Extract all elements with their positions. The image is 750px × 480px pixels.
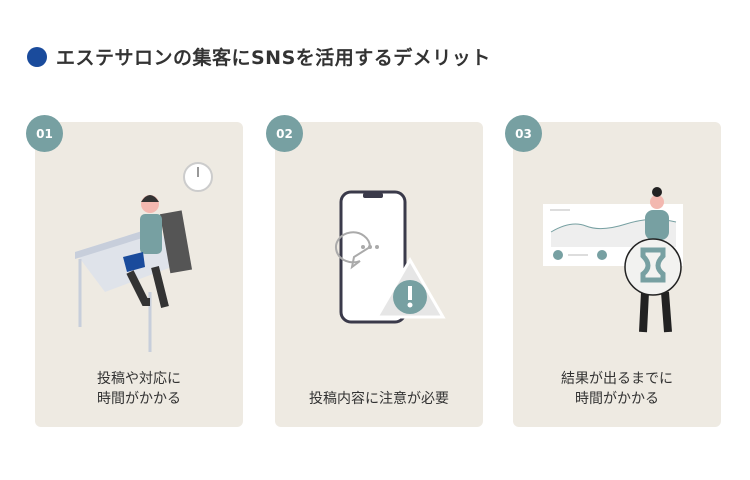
page-title: エステサロンの集客にSNSを活用するデメリット: [27, 43, 491, 70]
hourglass-chart-illustration: [543, 187, 683, 333]
card-number-badge: 02: [266, 115, 303, 152]
card-2: 投稿内容に注意が必要: [275, 122, 483, 427]
phone-warning-illustration: [335, 190, 446, 324]
title-bullet-icon: [27, 46, 47, 67]
card-caption: 投稿内容に注意が必要: [309, 391, 449, 407]
title-text: エステサロンの集客にSNSを活用するデメリット: [56, 47, 491, 69]
card-caption: 結果が出るまでに 時間がかかる: [561, 371, 673, 407]
person-at-desk-illustration: [75, 162, 213, 352]
card-3: 結果が出るまでに 時間がかかる: [513, 122, 721, 427]
card-number-badge: 01: [26, 115, 63, 152]
card-caption: 投稿や対応に 時間がかかる: [97, 371, 181, 407]
card-1: 投稿や対応に 時間がかかる: [35, 122, 243, 427]
card-number-badge: 03: [505, 115, 542, 152]
